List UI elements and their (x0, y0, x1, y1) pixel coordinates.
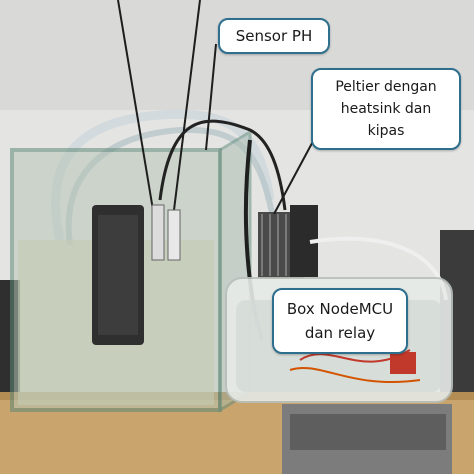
sensor-cable (158, 119, 287, 211)
red-wire (299, 349, 411, 363)
box-nodemcu-callout: Box NodeMCU dan relay (272, 288, 408, 354)
relay-module (390, 352, 416, 374)
sensor-probe-1 (151, 204, 165, 261)
sensor-ph-callout: Sensor PH (218, 18, 330, 54)
box-label-line-2: dan relay (304, 324, 376, 342)
orange-wire (289, 366, 421, 384)
box-label-line-1: Box NodeMCU (286, 300, 394, 318)
power-supply-terminals (290, 414, 446, 450)
peltier-label-line-3: kipas (367, 123, 405, 139)
peltier-pointer-line (273, 131, 319, 215)
peltier-label-line-1: Peltier dengan (335, 79, 437, 95)
peltier-callout: Peltier dengan heatsink dan kipas (311, 68, 461, 150)
ph-pointer-line-2 (173, 0, 201, 211)
ph-pointer-line-1 (117, 0, 159, 241)
sensor-probe-2 (167, 209, 181, 261)
ph-callout-pointer (205, 43, 217, 151)
filter-pump-body (98, 215, 138, 335)
sensor-ph-label: Sensor PH (235, 27, 313, 45)
peltier-label-line-2: heatsink dan (340, 101, 432, 117)
